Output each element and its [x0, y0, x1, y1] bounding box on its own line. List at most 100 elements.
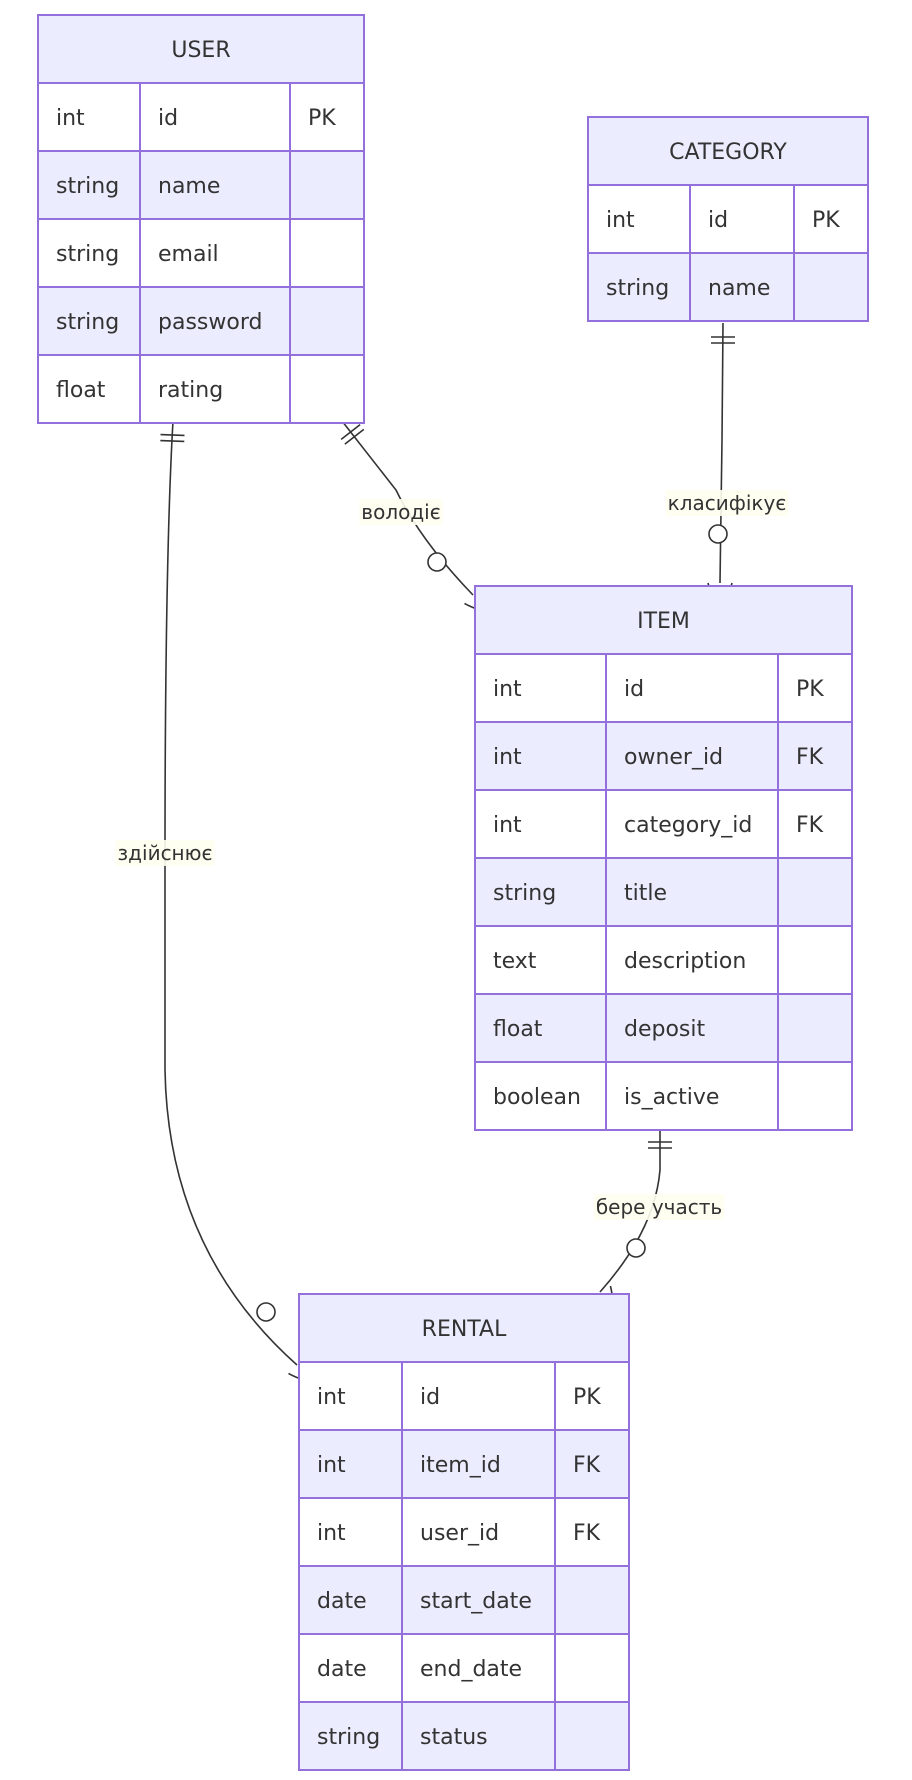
attribute-cell [689, 184, 795, 254]
attribute-key: FK [796, 813, 824, 838]
relationship-line [719, 322, 724, 584]
attribute-name: password [158, 310, 262, 335]
attribute-cell [37, 218, 141, 288]
entity-border [298, 1293, 630, 1771]
attribute-cell [554, 1429, 630, 1499]
attribute-cell [474, 1061, 607, 1131]
attribute-type: int [493, 677, 522, 702]
attribute-type: string [493, 881, 556, 906]
attribute-cell [298, 1361, 403, 1431]
relationship-label: володіє [361, 500, 440, 524]
attribute-name: deposit [624, 1017, 705, 1042]
attribute-type: text [493, 949, 537, 974]
attribute-cell [139, 150, 291, 220]
entity-border [37, 14, 365, 424]
relationship-line [599, 1128, 661, 1293]
attribute-cell [689, 252, 795, 322]
attribute-type: int [56, 106, 85, 131]
label-background [593, 1194, 725, 1220]
cardinality-one-bar [160, 433, 185, 437]
cardinality-zero-circle [708, 524, 728, 544]
attribute-cell [554, 1497, 630, 1567]
relationship-classifies[interactable] [707, 322, 735, 612]
entity-title: RENTAL [422, 1317, 507, 1342]
attribute-name: name [158, 174, 220, 199]
attribute-cell [401, 1701, 556, 1771]
attribute-cell [474, 721, 607, 791]
attribute-type: int [317, 1453, 346, 1478]
attribute-name: id [708, 208, 728, 233]
relationship-label-performs: здійснює [115, 840, 215, 866]
attribute-key: PK [812, 208, 840, 233]
attribute-name: category_id [624, 813, 752, 838]
attribute-cell [793, 252, 869, 322]
attribute-type: boolean [493, 1085, 581, 1110]
attribute-cell [474, 925, 607, 995]
attribute-key: FK [796, 745, 824, 770]
attribute-cell [289, 354, 365, 424]
attribute-key: PK [308, 106, 336, 131]
attribute-name: description [624, 949, 746, 974]
attribute-cell [37, 150, 141, 220]
attribute-type: string [606, 276, 669, 301]
attribute-type: int [317, 1521, 346, 1546]
relationship-participates[interactable] [589, 1128, 672, 1317]
attribute-type: float [56, 378, 106, 403]
entity-user[interactable]: USER int id PK string name string email string pa… [37, 14, 365, 424]
cardinality-zero-circle [626, 1238, 646, 1258]
cardinality-one-bar [160, 439, 185, 443]
relationship-label: бере участь [596, 1195, 722, 1219]
attribute-cell [777, 857, 853, 927]
relationship-label-participates: бере участь [593, 1194, 725, 1220]
attribute-cell [298, 1633, 403, 1703]
cardinality-zero-circle [427, 552, 447, 572]
attribute-cell [587, 252, 691, 322]
attribute-cell [298, 1429, 403, 1499]
entity-border [474, 585, 853, 1131]
attribute-name: title [624, 881, 667, 906]
relationship-label-classifies: класифікує [665, 490, 789, 516]
attribute-cell [139, 218, 291, 288]
attribute-type: string [56, 174, 119, 199]
attribute-key: FK [573, 1521, 601, 1546]
label-background [359, 499, 443, 525]
attribute-key: PK [573, 1385, 601, 1410]
attribute-type: string [56, 310, 119, 335]
attribute-cell [605, 993, 779, 1063]
attribute-name: id [624, 677, 644, 702]
relationship-owns[interactable] [340, 420, 494, 616]
attribute-name: id [158, 106, 178, 131]
attribute-name: owner_id [624, 745, 723, 770]
attribute-cell [777, 653, 853, 723]
entity-title: USER [171, 38, 230, 63]
attribute-cell [37, 286, 141, 356]
attribute-type: int [493, 813, 522, 838]
attribute-type: string [56, 242, 119, 267]
attribute-type: date [317, 1589, 367, 1614]
attribute-cell [474, 789, 607, 859]
attribute-type: int [606, 208, 635, 233]
attribute-cell [777, 993, 853, 1063]
attribute-type: float [493, 1017, 543, 1042]
attribute-name: end_date [420, 1657, 522, 1682]
label-background [115, 840, 215, 866]
attribute-cell [139, 82, 291, 152]
attribute-key: PK [796, 677, 824, 702]
relationship-labels: володіє класифікує здійснює бере участь [115, 490, 789, 1220]
relationship-label-owns: володіє [359, 499, 443, 525]
attribute-cell [587, 184, 691, 254]
attribute-name: email [158, 242, 219, 267]
attribute-cell [139, 354, 291, 424]
relationship-label: класифікує [668, 491, 787, 515]
attribute-type: int [493, 745, 522, 770]
relationship-performs[interactable] [160, 420, 318, 1386]
attribute-cell [298, 1497, 403, 1567]
cardinality-zero-circle [256, 1302, 276, 1322]
attribute-cell [401, 1565, 556, 1635]
attribute-cell [554, 1565, 630, 1635]
attribute-name: user_id [420, 1521, 499, 1546]
